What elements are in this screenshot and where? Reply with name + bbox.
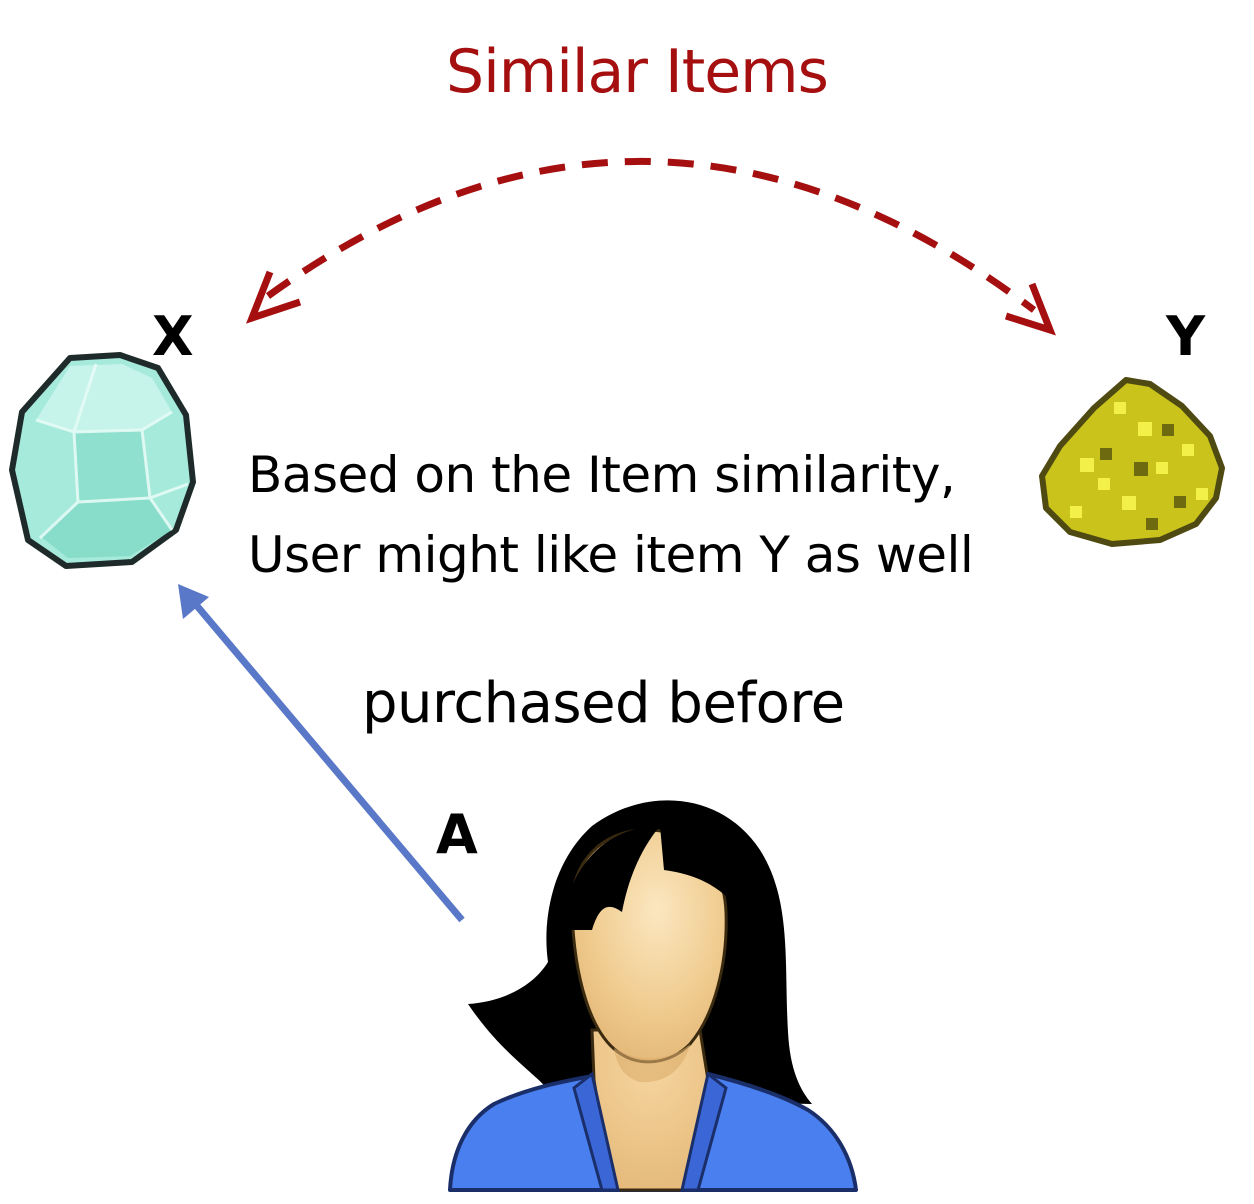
description-line-1: Based on the Item similarity, [248, 446, 956, 504]
user-avatar-icon [448, 800, 858, 1192]
item-y-label: Y [1166, 305, 1206, 368]
diagram-title: Similar Items [446, 37, 829, 107]
item-x-label: X [152, 305, 194, 368]
teal-gem-icon [9, 352, 196, 569]
yellow-gem-icon [1039, 377, 1225, 547]
purchase-arrow [178, 584, 465, 923]
relation-label: purchased before [362, 671, 845, 736]
similarity-arrow [246, 158, 1056, 336]
user-label: A [436, 803, 478, 866]
description-line-2: User might like item Y as well [248, 526, 974, 584]
